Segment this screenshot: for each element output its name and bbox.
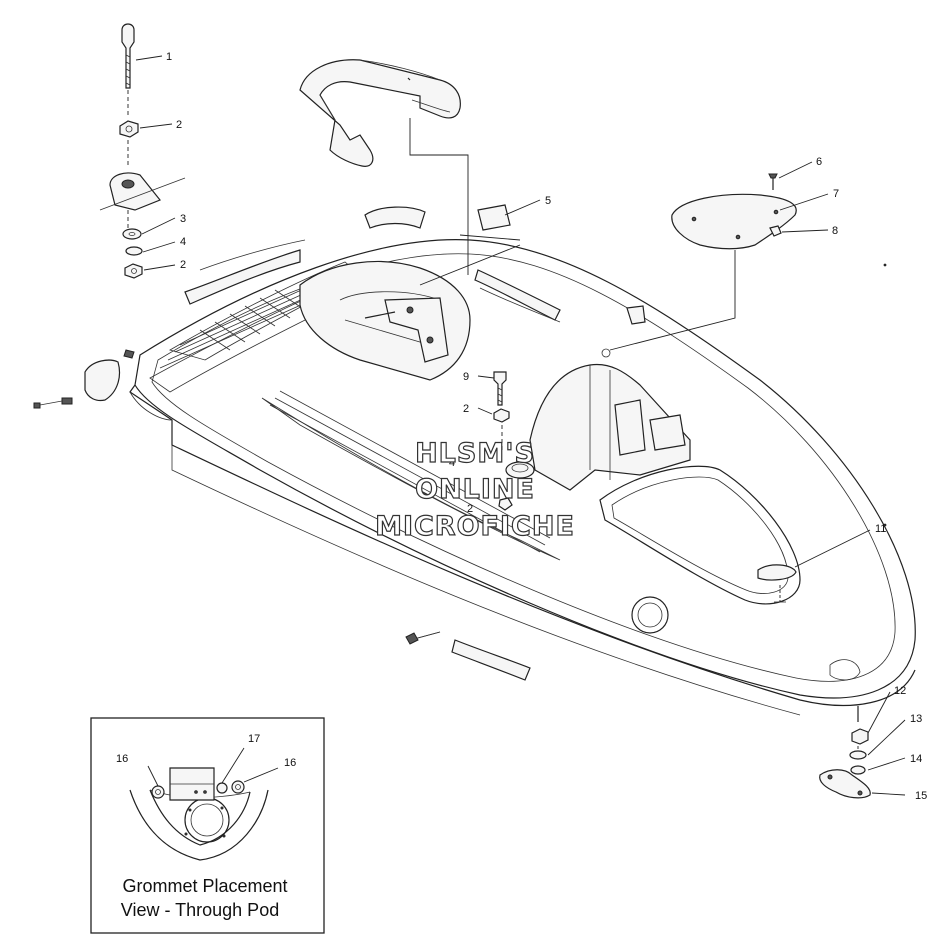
callout-2-stud-nut: 2	[463, 403, 469, 415]
grommet-placement-inset: 16 17 16 Grommet Placement View - Throug…	[90, 717, 325, 934]
side-bumper	[33, 349, 135, 409]
watermark: HLSM'S ONLINE MICROFICHE	[374, 437, 575, 542]
decal-5	[459, 204, 521, 241]
callout-2-lower-nut: 2	[180, 259, 186, 271]
grab-handle	[299, 59, 461, 167]
fastener-stack-left	[99, 23, 186, 279]
watermark-line-2: ONLINE	[415, 474, 535, 505]
inset-caption-line-2: View - Through Pod	[121, 900, 279, 920]
callout-7: 7	[833, 188, 839, 200]
inset-caption-line-1: Grommet Placement	[122, 876, 287, 896]
stray-marks	[883, 263, 887, 527]
callout-9: 9	[463, 371, 469, 383]
trim-strips	[184, 239, 561, 681]
callout-labels: 1 2 3 4 2 5 6 7 8 9 2 4 2 11 12 13 14 15	[166, 51, 927, 802]
callout-4-center: 4	[449, 457, 455, 469]
callout-11: 11	[875, 523, 886, 535]
handle-leader	[409, 118, 521, 286]
callout-3: 3	[180, 213, 186, 225]
callout-1: 1	[166, 51, 172, 63]
steering-pod	[299, 260, 471, 381]
callout-15: 15	[915, 790, 927, 802]
callout-17: 17	[248, 733, 260, 745]
handle-pad	[364, 206, 426, 229]
callout-8: 8	[832, 225, 838, 237]
callout-14: 14	[910, 753, 922, 765]
callout-16-right: 16	[284, 757, 296, 769]
callout-13: 13	[910, 713, 922, 725]
callout-4: 4	[180, 236, 186, 248]
drain-plug	[405, 631, 441, 645]
callout-6: 6	[816, 156, 822, 168]
callout-2-center: 2	[467, 503, 473, 515]
cover-plate	[601, 173, 797, 358]
callout-12: 12	[894, 685, 906, 697]
inset-frame	[90, 717, 325, 934]
callout-leaders	[135, 55, 906, 796]
watermark-line-3: MICROFICHE	[375, 511, 575, 542]
stud-9	[493, 371, 513, 511]
hull-deck	[129, 239, 916, 716]
watermark-line-1: HLSM'S	[415, 438, 535, 469]
seat-tower	[529, 363, 801, 634]
fastener-stack-right	[819, 706, 871, 799]
callout-16-left: 16	[116, 753, 128, 765]
fuel-filler	[505, 461, 535, 479]
callout-2-nut: 2	[176, 119, 182, 131]
grommet-11	[757, 564, 797, 603]
callout-5: 5	[545, 195, 551, 207]
